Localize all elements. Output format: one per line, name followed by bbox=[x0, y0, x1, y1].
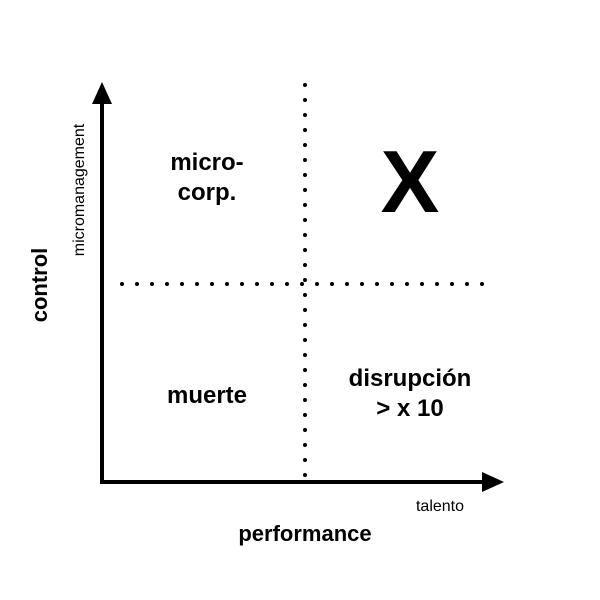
quadrant-top-left-line2: corp. bbox=[177, 179, 237, 206]
quadrant-top-left: micro- corp. bbox=[127, 148, 287, 208]
x-axis-title: performance bbox=[238, 521, 372, 546]
x-axis-subtitle: talento bbox=[415, 498, 465, 515]
quadrant-bottom-right: disrupción > x 10 bbox=[320, 364, 500, 424]
y-axis-subtitle: micromanagement bbox=[71, 123, 88, 257]
x-axis-arrowhead bbox=[482, 472, 504, 492]
y-axis-title: control bbox=[27, 247, 52, 323]
quadrant-top-right: X bbox=[380, 132, 440, 231]
quadrant-bottom-right-line1: disrupción bbox=[348, 365, 472, 392]
quadrant-bottom-right-line2: > x 10 bbox=[376, 395, 444, 422]
quadrant-top-left-line1: micro- bbox=[170, 149, 244, 176]
quadrant-bottom-left: muerte bbox=[166, 382, 248, 409]
y-axis-arrowhead bbox=[92, 82, 112, 104]
